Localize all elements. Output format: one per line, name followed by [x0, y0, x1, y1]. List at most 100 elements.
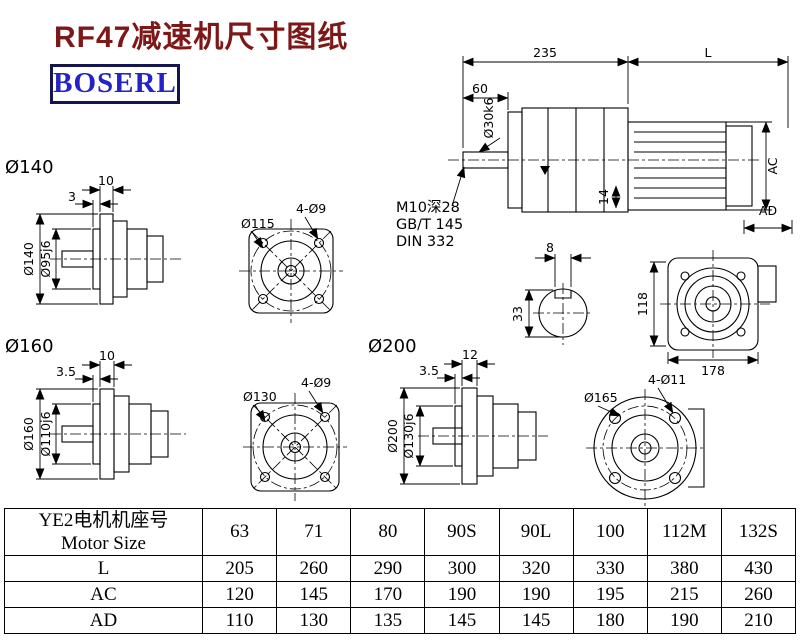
table-cell: 380	[646, 555, 722, 582]
motor-rear-view: 118 178	[635, 250, 777, 378]
body-step-3	[146, 235, 164, 283]
extension-lines	[36, 388, 98, 480]
body-step-3	[517, 411, 537, 461]
bolt-hole	[668, 411, 682, 425]
dim-spigot-depth: 3	[68, 189, 118, 227]
rear-centerlines	[660, 250, 770, 358]
table-cell: 260	[720, 581, 797, 608]
section-centerlines	[533, 283, 593, 345]
note-gbt-standard: GB/T 145	[396, 217, 463, 233]
dim-AD: AD	[743, 203, 793, 234]
table-cell: 320	[498, 555, 574, 582]
leader-line	[478, 137, 501, 153]
bolt-hole	[319, 471, 331, 483]
dim-label-14: 14	[596, 189, 611, 205]
table-cell: 71	[276, 508, 352, 556]
dim-L: L	[627, 45, 789, 67]
label-dia130: Ø130	[243, 389, 277, 404]
bolt-hole	[736, 271, 746, 281]
dim-shaft-diameter: Ø30k6	[478, 97, 501, 153]
dim-spigot-depth: 3.5	[56, 364, 118, 402]
table-cell: 330	[572, 555, 648, 582]
dim-label-dia130j6: Ø130j6	[401, 413, 416, 458]
dim-label-L: L	[705, 45, 712, 60]
table-cell: 145	[498, 607, 574, 634]
dim-outer-dia: Ø160	[21, 388, 98, 480]
table-cell: 132S	[720, 508, 797, 556]
table-row-AC: AC 120 145 170 190 190 195 215 260	[4, 581, 797, 608]
table-cell: 290	[350, 555, 426, 582]
dim-label-10: 10	[99, 348, 115, 363]
leader-line	[657, 387, 674, 414]
dim-spigot-dia: Ø95j6	[38, 228, 91, 290]
leader-line	[254, 404, 266, 422]
note-tap-size: M10深28	[396, 199, 460, 216]
extension-lines	[743, 220, 793, 234]
dim-spigot-dia: Ø130j6	[401, 405, 453, 467]
table-cell: 145	[276, 581, 352, 608]
extension-lines	[462, 56, 789, 148]
extension-lines	[99, 186, 114, 212]
table-cell: 90S	[424, 508, 500, 556]
technical-drawing: 235 L 60 Ø30k6 14 AC	[5, 45, 793, 507]
callout-bolt-holes: 4-Ø11	[648, 372, 686, 414]
view-label-160: Ø160	[5, 336, 54, 357]
row-label-AD: AD	[4, 607, 203, 634]
dim-235: 235	[462, 45, 789, 148]
dim-label-33: 33	[510, 306, 525, 322]
row-label-cn: YE2电机机座号	[38, 510, 169, 531]
table-cell: 205	[201, 555, 278, 582]
label-4xd9: 4-Ø9	[296, 201, 326, 216]
dim-label-118: 118	[635, 292, 650, 316]
table-cell: 130	[276, 607, 352, 634]
table-row-AD: AD 110 130 135 145 145 180 190 210	[4, 607, 797, 634]
extension-lines	[400, 387, 460, 485]
extension-lines	[461, 360, 478, 386]
note-din-standard: DIN 332	[396, 234, 455, 250]
table-cell: 190	[498, 581, 574, 608]
main-assembly-view: 235 L 60 Ø30k6 14 AC	[396, 45, 793, 250]
dim-flange-thickness: 10	[82, 348, 132, 387]
callout-bolt-circle: Ø165	[584, 390, 621, 417]
bolt-hole	[680, 271, 690, 281]
body-behind	[688, 408, 705, 488]
flange160-front-view: 4-Ø9 Ø130	[243, 375, 347, 501]
table-cell: 190	[646, 607, 722, 634]
page-title: RF47减速机尺寸图纸	[54, 21, 349, 54]
table-cell: 145	[424, 607, 500, 634]
table-row-L: L 205 260 290 300 320 330 380 430	[4, 555, 797, 582]
dim-label-35: 3.5	[56, 364, 76, 379]
bolt-hole	[313, 293, 325, 305]
table-cell: 90L	[498, 508, 574, 556]
table-row-motor-size: YE2电机机座号 Motor Size 63 71 80 90S 90L 100…	[4, 508, 797, 556]
brand-logo: BOSERL	[50, 64, 180, 104]
bolt-hole	[319, 411, 331, 423]
leader-line	[304, 216, 319, 240]
label-dia165: Ø165	[584, 390, 618, 405]
dim-spigot-depth: 3.5	[419, 363, 480, 404]
bolt-hole	[668, 471, 682, 485]
dim-label-35: 3.5	[419, 363, 439, 378]
motor-body	[627, 121, 727, 211]
dim-label-235: 235	[533, 45, 557, 60]
bolt-circle	[250, 230, 332, 312]
dim-label-178: 178	[701, 363, 725, 378]
dim-key-width: 8	[535, 240, 591, 287]
dim-label-60: 60	[472, 81, 488, 96]
dim-14: 14	[596, 185, 621, 209]
leader-line	[597, 405, 621, 417]
table-cell: 112M	[646, 508, 722, 556]
terminal-box	[757, 265, 777, 303]
bolt-hole	[257, 293, 269, 305]
flange140-side-view: Ø140 10 3 Ø140	[5, 157, 182, 305]
bolt-hole	[680, 327, 690, 337]
dim-label-8: 8	[546, 240, 554, 255]
table-cell: 110	[201, 607, 278, 634]
extension-lines	[525, 289, 561, 338]
flange140-front-view: 4-Ø9 Ø115	[239, 201, 343, 323]
table-cell: 190	[424, 581, 500, 608]
table-cell: 210	[720, 607, 797, 634]
dim-label-AD: AD	[759, 203, 777, 218]
leader-line	[308, 390, 324, 414]
